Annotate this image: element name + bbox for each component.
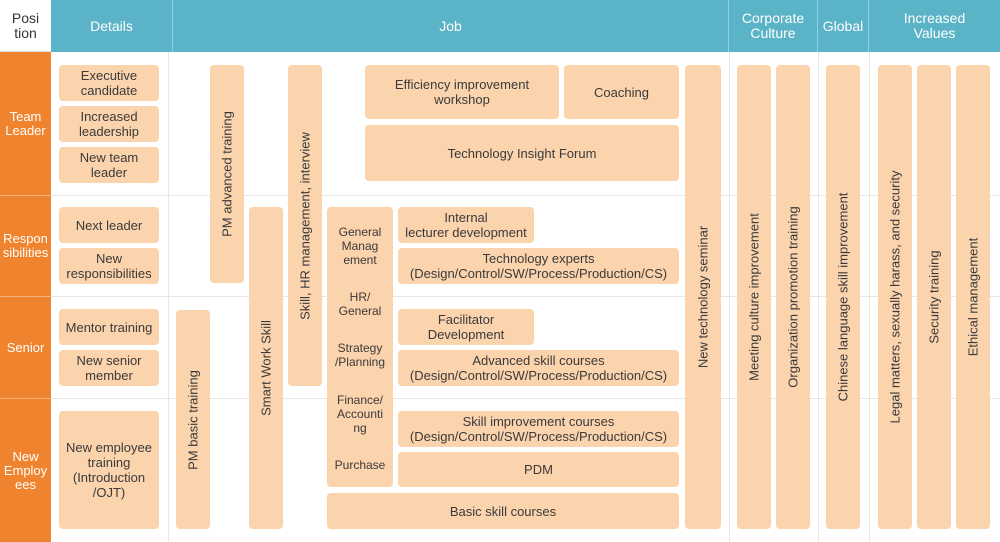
- column-divider: [869, 52, 870, 542]
- pdm-box: PDM: [398, 452, 679, 487]
- column-divider: [818, 52, 819, 542]
- row-divider: [51, 398, 1000, 399]
- header-job: Job: [173, 0, 729, 52]
- header-global: Global: [818, 0, 869, 52]
- pm-basic-training-box: PM basic training: [176, 310, 210, 529]
- organization-promotion-box: Organization promotion training: [776, 65, 810, 529]
- column-divider: [168, 52, 169, 542]
- technology-experts-box: Technology experts(Design/Control/SW/Pro…: [398, 248, 679, 284]
- row-divider: [51, 296, 1000, 297]
- security-training-box: Security training: [917, 65, 951, 529]
- function-strategy-planning: Strategy/Planning: [334, 341, 386, 369]
- basic-skill-courses-box: Basic skill courses: [327, 493, 679, 529]
- function-purchase: Purchase: [334, 458, 386, 472]
- pm-advanced-training-box: PM advanced training: [210, 65, 244, 283]
- advanced-skill-courses-box: Advanced skill courses(Design/Control/SW…: [398, 350, 679, 386]
- function-group-box: [327, 207, 393, 487]
- meeting-culture-box: Meeting culture improvement: [737, 65, 771, 529]
- skill-improvement-courses-box: Skill improvement courses(Design/Control…: [398, 411, 679, 447]
- position-senior: Senior: [0, 296, 51, 398]
- row-divider: [51, 195, 1000, 196]
- new-technology-seminar-box: New technology seminar: [685, 65, 721, 529]
- chinese-language-box: Chinese language skill improvement: [826, 65, 860, 529]
- next-leader-box: Next leader: [59, 207, 159, 243]
- ethical-management-box: Ethical management: [956, 65, 990, 529]
- technology-insight-forum-box: Technology Insight Forum: [365, 125, 679, 181]
- column-divider: [729, 52, 730, 542]
- legal-matters-box: Legal matters, sexually harass, and secu…: [878, 65, 912, 529]
- skill-hr-management-box: Skill, HR management, interview: [288, 65, 322, 386]
- function-hr-general: HR/General: [338, 290, 382, 318]
- coaching-box: Coaching: [564, 65, 679, 119]
- mentor-training-box: Mentor training: [59, 309, 159, 345]
- smart-work-skill-box: Smart Work Skill: [249, 207, 283, 529]
- header-details: Details: [51, 0, 173, 52]
